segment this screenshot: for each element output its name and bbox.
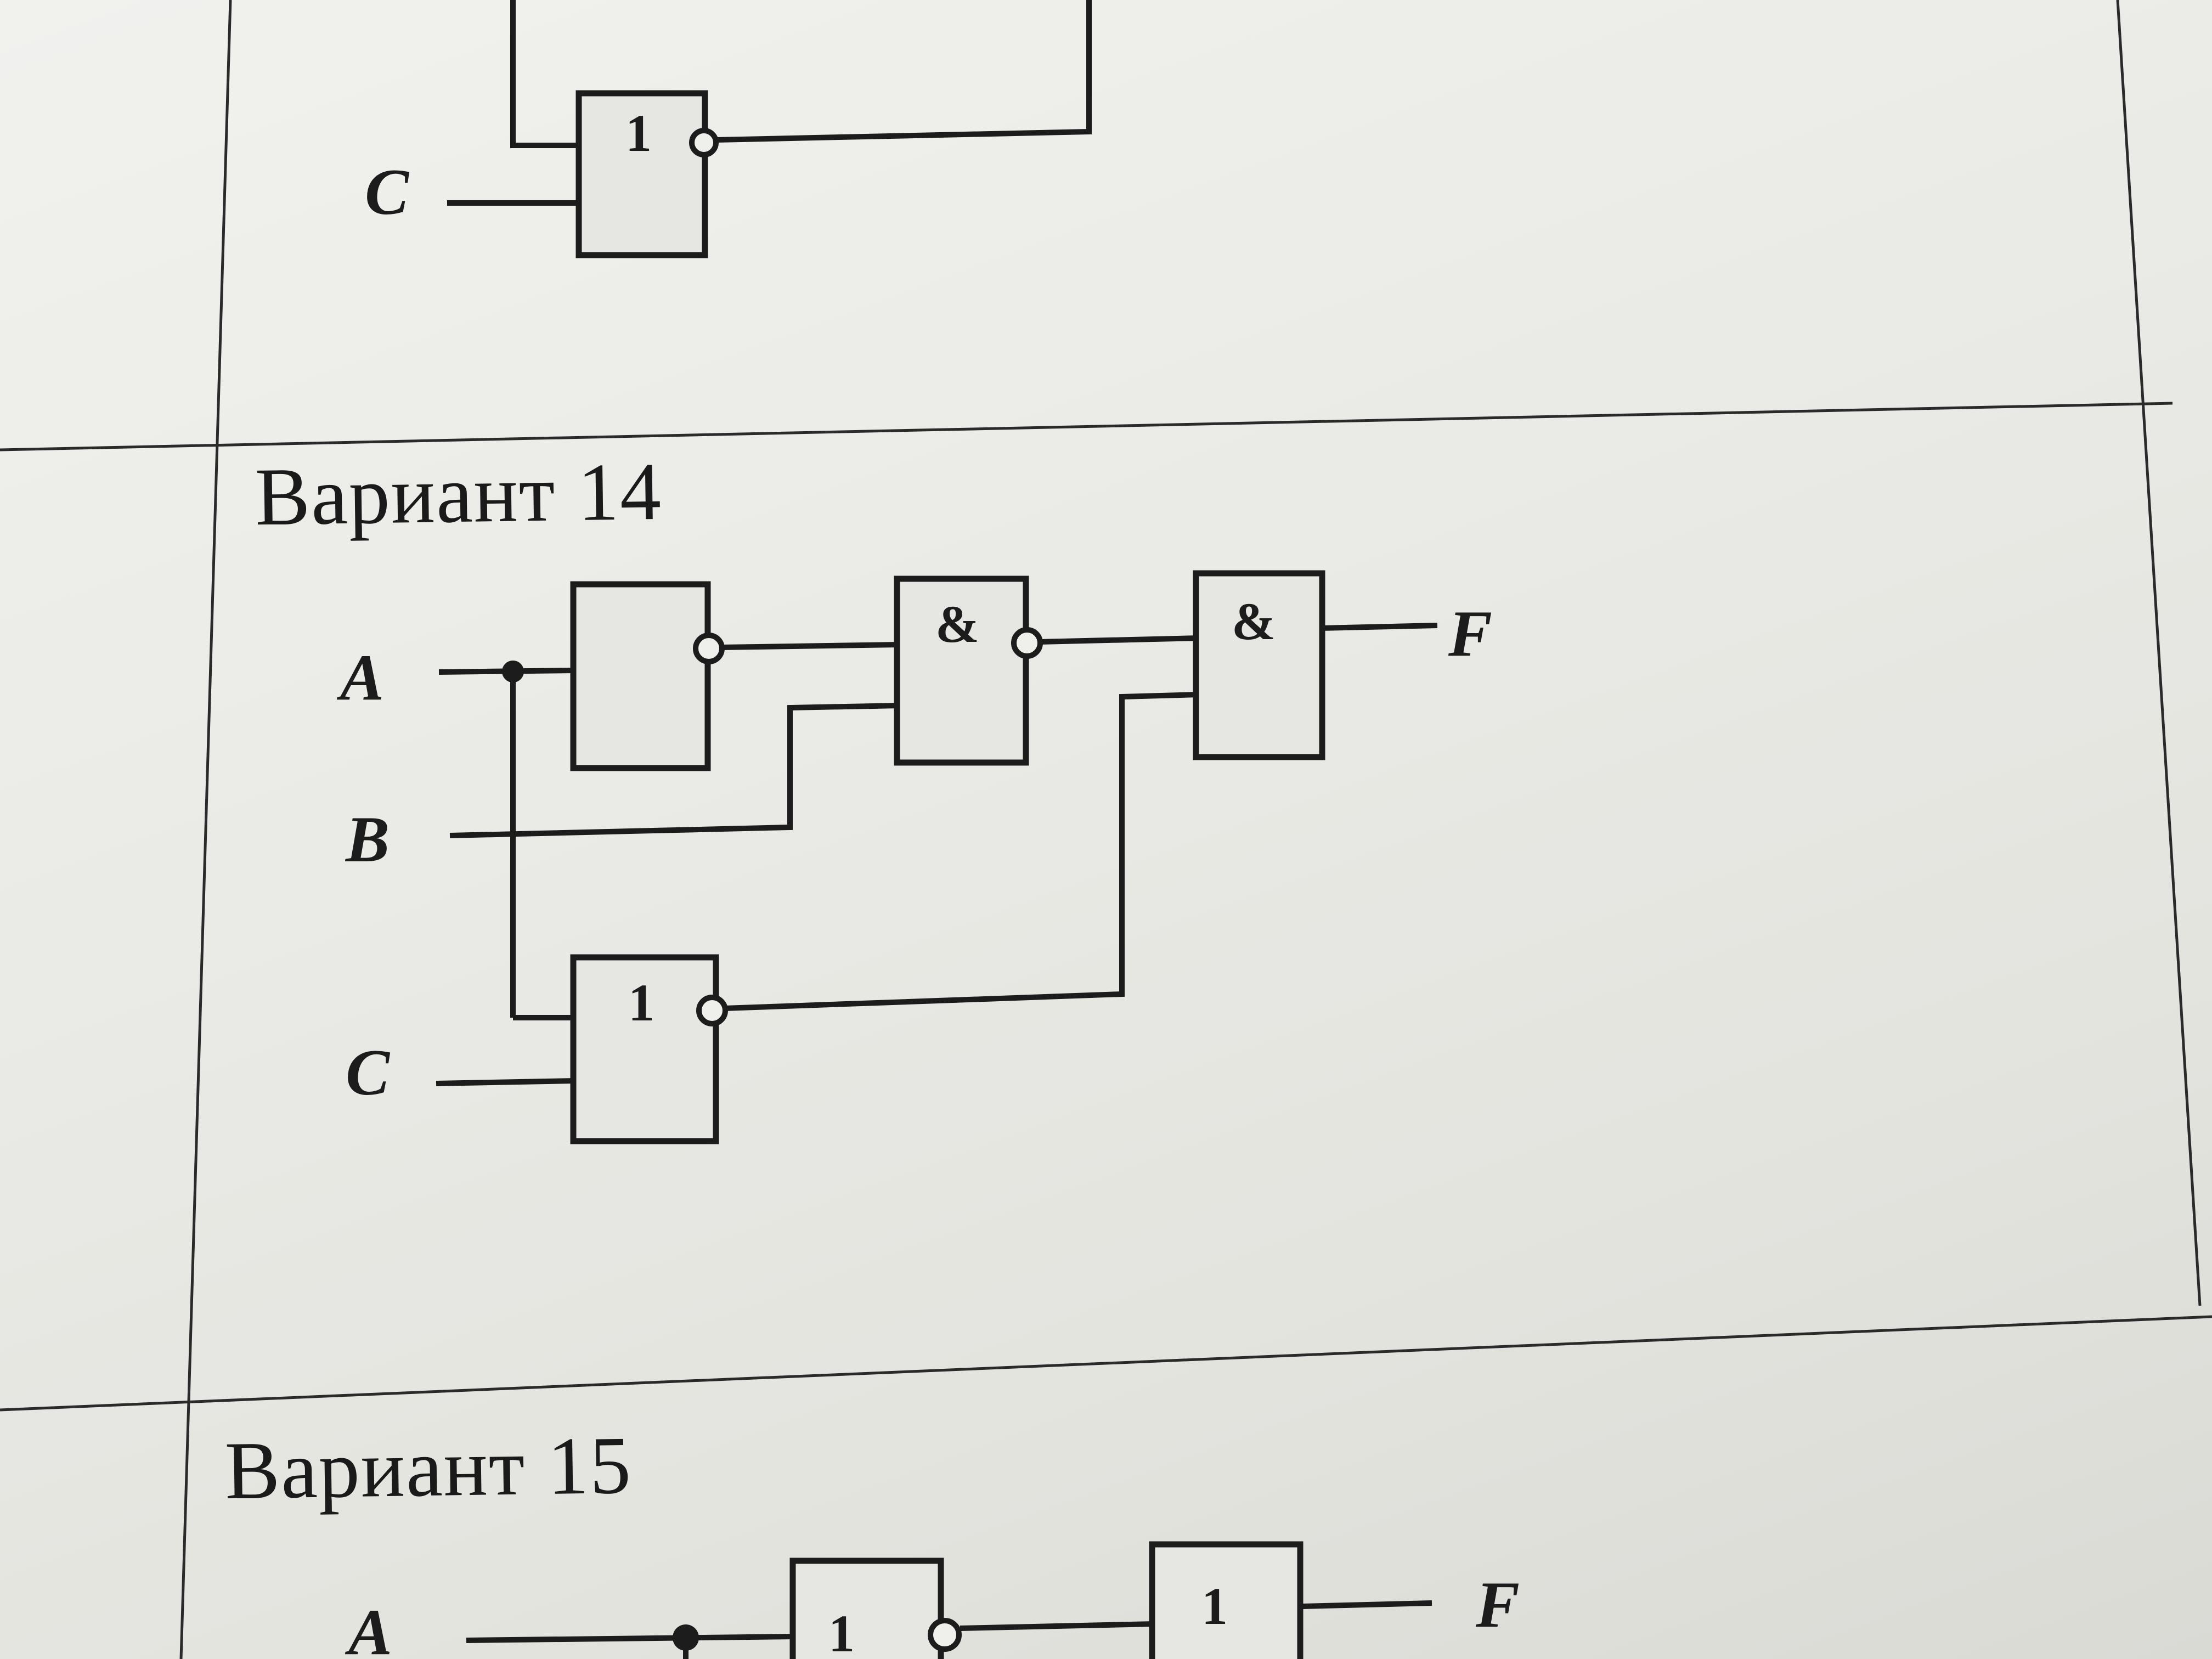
wire-not-to-nand [721,642,900,650]
wire-c [436,1078,577,1086]
wire-output-f-v15 [1302,1600,1432,1609]
input-label-a: A [336,641,384,714]
wire-b [449,703,900,838]
nand-gate-symbol: & [935,595,979,653]
nand-gate [894,575,1029,766]
not-gate-inversion-bubble [693,633,725,664]
table-column-divider-right [2116,0,2202,1306]
wire-top-output [715,0,1092,143]
nor-gate-inversion-bubble [696,995,728,1026]
or-gate-top [575,90,708,258]
or-gate-v15-symbol: 1 [1201,1577,1228,1635]
junction-dot-v15 [673,1624,699,1651]
nor-gate-v15-symbol: 1 [828,1604,855,1659]
nor-gate-symbol: 1 [628,973,654,1032]
wire-a-v15 [466,1634,796,1643]
wire-nand-to-and [1039,635,1199,645]
not-gate [570,581,711,771]
wire-nor-to-and [724,692,1199,1011]
nor-gate-v15-inversion-bubble [928,1618,962,1652]
output-label-f: F [1448,597,1492,670]
table-row-divider [0,1315,2212,1412]
inversion-bubble-top [689,128,719,157]
wire-b-top [510,0,582,148]
gate-symbol-top: 1 [625,104,652,162]
and-gate-symbol: & [1232,592,1276,651]
table-column-divider [179,0,232,1659]
nor-gate-v15 [789,1558,944,1659]
output-label-f-v15: F [1475,1568,1520,1641]
nor-gate [570,954,719,1144]
wire-output-f [1322,623,1438,631]
input-label-b: B [345,803,390,876]
junction-dot [502,661,524,682]
input-label-c: C [346,1036,391,1109]
table-row-divider [0,402,2173,452]
variant-14-title: Вариант 14 [254,445,663,543]
input-label-c-top: C [365,155,410,228]
or-gate-v15 [1149,1541,1304,1659]
variant-15-diagram: A 1 1 F [345,1541,1520,1659]
top-partial-diagram: 1 C [365,0,1092,258]
and-gate-output [1193,570,1325,760]
variant-15-title: Вариант 15 [224,1419,633,1517]
nand-gate-inversion-bubble [1011,627,1043,659]
variant-14-diagram: A B C F & & 1 [336,570,1492,1144]
wire-nor-to-or-v15 [960,1621,1155,1631]
input-label-a-v15: A [345,1595,392,1659]
